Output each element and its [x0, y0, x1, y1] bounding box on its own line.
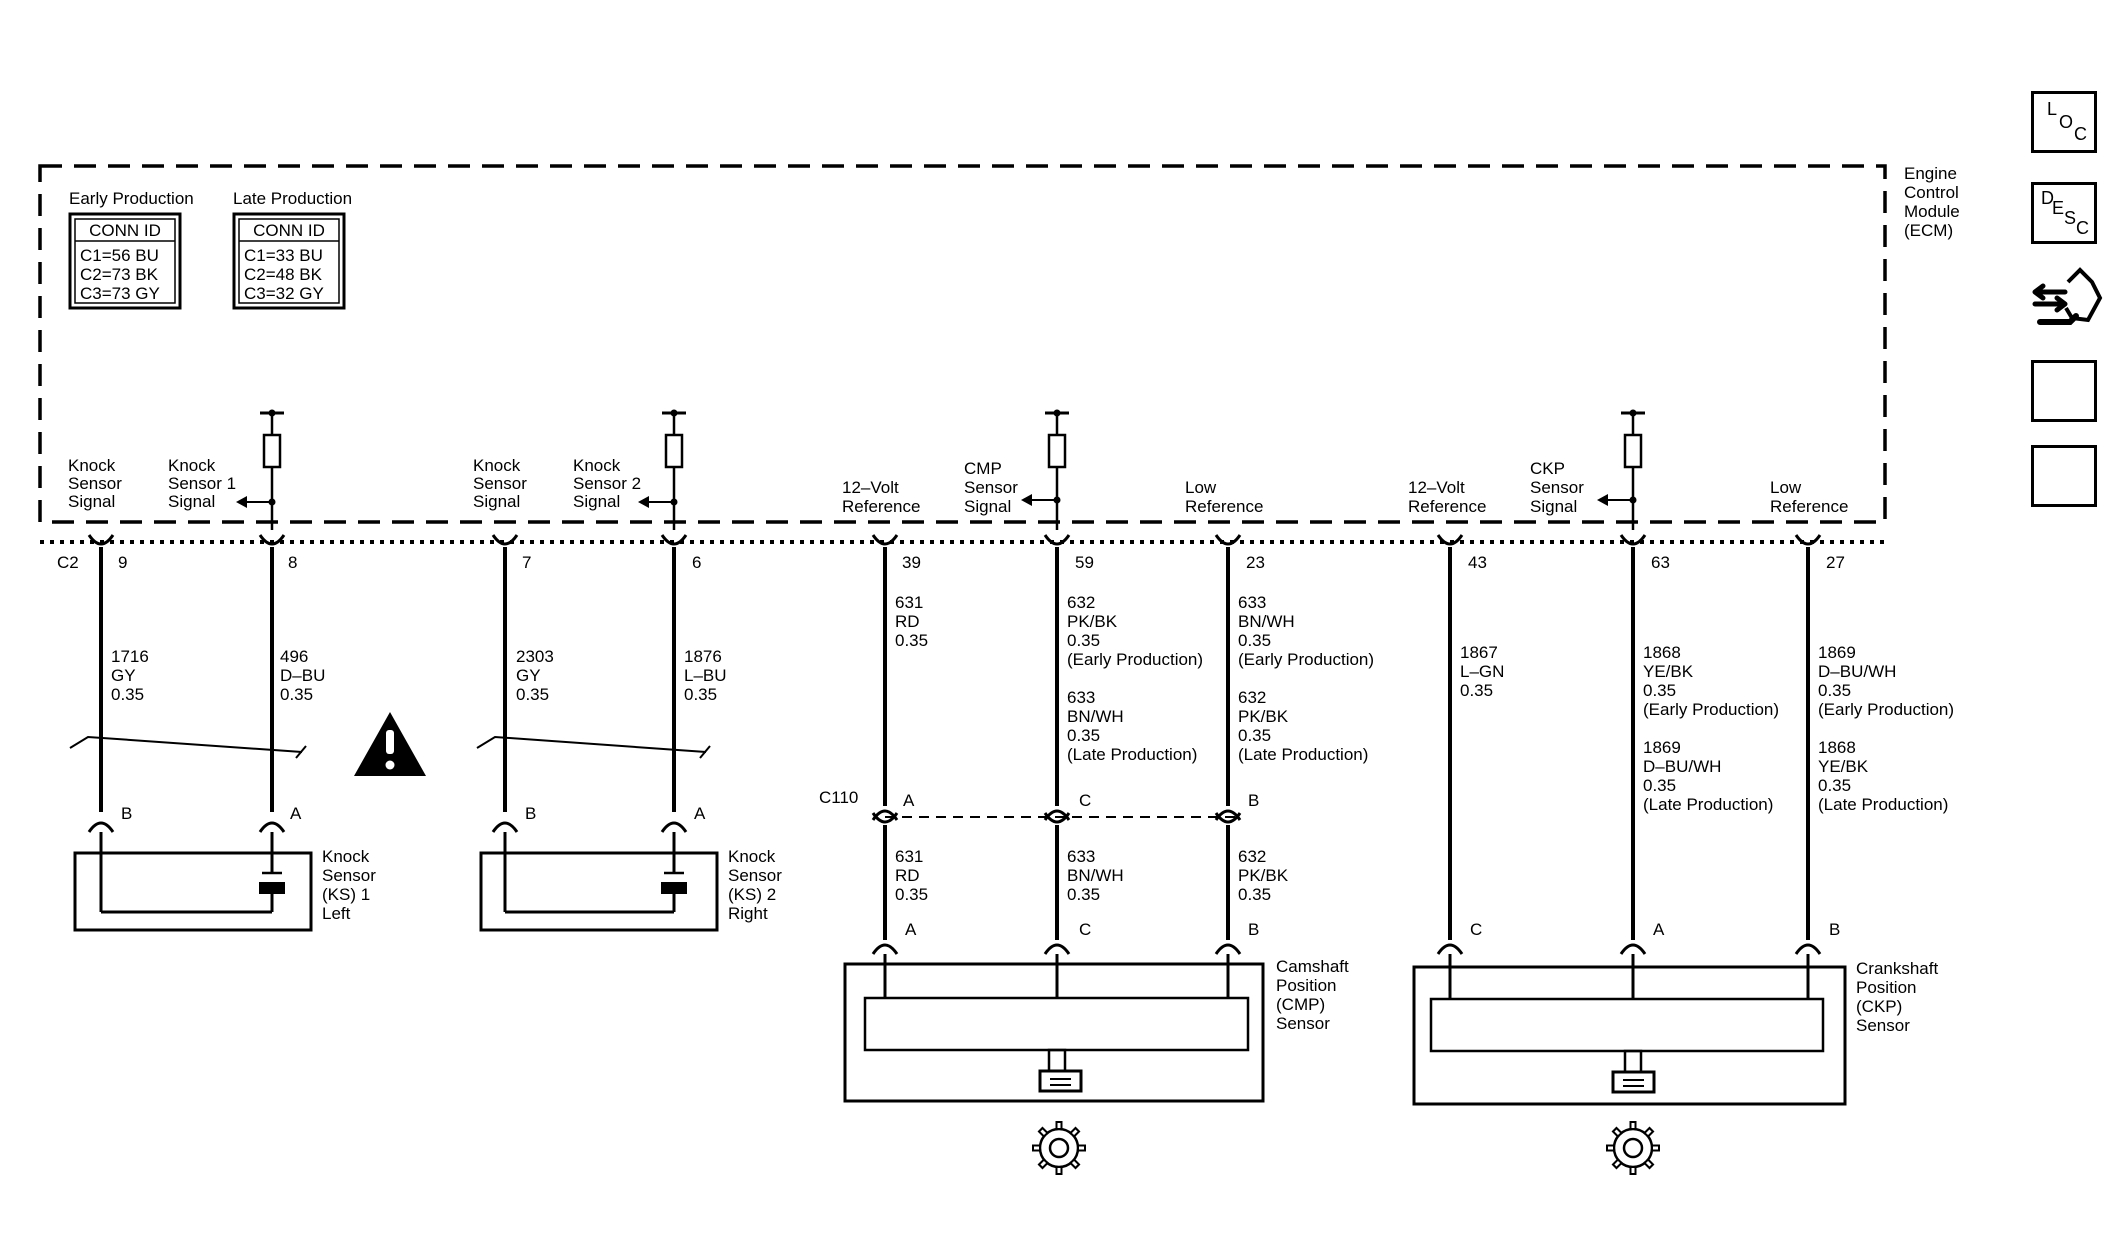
- conn-table-late: Late Production CONN ID C1=33 BU C2=48 B…: [232, 189, 352, 310]
- conn-row: C2=73 BK: [80, 265, 159, 284]
- ecm-pin-number: 23: [1246, 553, 1265, 572]
- conn-row: C3=32 GY: [244, 284, 324, 303]
- device-pin: B: [121, 804, 132, 823]
- ecm-pin-number: 39: [902, 553, 921, 572]
- loc-letter: L: [2047, 99, 2058, 119]
- ecm-pin-number: 9: [118, 553, 127, 572]
- device-pin: A: [1653, 920, 1665, 939]
- early-production-heading: Early Production: [69, 189, 194, 208]
- desc-letter: E: [2052, 198, 2065, 218]
- ecm-pin-number: 63: [1651, 553, 1670, 572]
- device-pin: A: [905, 920, 917, 939]
- conn-row: C1=56 BU: [80, 246, 159, 265]
- ecm-pin-number: 27: [1826, 553, 1845, 572]
- c110-pin: A: [903, 791, 915, 810]
- late-production-heading: Late Production: [233, 189, 352, 208]
- gear-icon: [1606, 1121, 1660, 1175]
- ecm-pin-number: 6: [692, 553, 701, 572]
- ecm-pin-number: 7: [522, 553, 531, 572]
- device-pin: B: [1248, 920, 1259, 939]
- connector-c2-label: C2: [57, 553, 79, 572]
- connector-tool-icon[interactable]: [2032, 267, 2103, 325]
- ecm-boundary: [38, 164, 1887, 524]
- device-pin: B: [1829, 920, 1840, 939]
- desc-button[interactable]: D E S C: [2031, 182, 2097, 244]
- c110-pin: C: [1079, 791, 1091, 810]
- c110-pin: B: [1248, 791, 1259, 810]
- conn-row: C1=33 BU: [244, 246, 323, 265]
- ecm-label: Engine Control Module (ECM): [1904, 164, 1965, 240]
- device-pin: A: [290, 804, 302, 823]
- conn-id-header: CONN ID: [89, 221, 161, 240]
- conn-row: C2=48 BK: [244, 265, 323, 284]
- ecm-pin-number: 8: [288, 553, 297, 572]
- connector-c110-label: C110: [819, 788, 858, 807]
- conn-id-header: CONN ID: [253, 221, 325, 240]
- desc-letter: C: [2076, 218, 2089, 238]
- device-pin: C: [1079, 920, 1091, 939]
- conn-row: C3=73 GY: [80, 284, 160, 303]
- gear-icon: [1032, 1121, 1086, 1175]
- back-button[interactable]: [2031, 445, 2097, 507]
- desc-letter: S: [2064, 208, 2077, 228]
- ecm-pin-number: 59: [1075, 553, 1094, 572]
- forward-button[interactable]: [2031, 360, 2097, 422]
- loc-letter: C: [2074, 124, 2087, 144]
- loc-letter: O: [2059, 112, 2074, 132]
- conn-table-early: Early Production CONN ID C1=56 BU C2=73 …: [68, 189, 194, 310]
- device-pin: B: [525, 804, 536, 823]
- device-pin: A: [694, 804, 706, 823]
- loc-button[interactable]: L O C: [2031, 91, 2097, 153]
- desc-letter: D: [2041, 188, 2054, 208]
- device-pin: C: [1470, 920, 1482, 939]
- warning-icon: [354, 712, 426, 776]
- ecm-pin-number: 43: [1468, 553, 1487, 572]
